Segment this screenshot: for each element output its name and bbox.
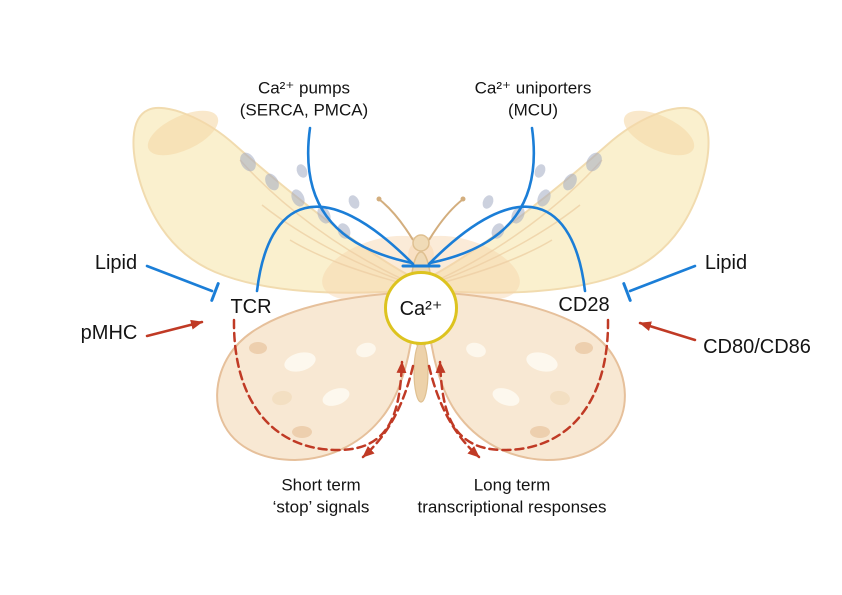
tcr-to-calcium-inhibition-arc xyxy=(255,205,415,293)
butterfly-head xyxy=(412,234,430,252)
ca-uniporters-inhibition-line xyxy=(428,126,536,265)
cd80-cd86-arrow xyxy=(638,321,697,342)
lipid-left-label: Lipid xyxy=(94,251,138,274)
ca-pumps-inhibition-line xyxy=(306,126,414,265)
lipid-right-inhibition-bar xyxy=(622,282,632,302)
short-term-label-line1: Short term xyxy=(281,475,361,495)
pmhc-arrow xyxy=(145,319,204,338)
cd28-feedback-dashed-arrow xyxy=(435,318,610,452)
long-term-label-line2: transcriptional responses xyxy=(417,498,607,517)
ca-uniporters-label-line2: (MCU) xyxy=(507,101,559,120)
short-term-label-line2: ‘stop’ signals xyxy=(272,498,370,517)
long-term-label-line1: Long term xyxy=(473,475,551,495)
butterfly-antenna xyxy=(379,199,414,241)
ca-circle: Ca²⁺ xyxy=(384,271,458,345)
tcr-label: TCR xyxy=(230,295,272,318)
cd28-to-calcium-inhibition-arc xyxy=(427,205,587,293)
ca-pumps-label-line1: Ca²⁺ pumps xyxy=(257,78,351,98)
cd28-label: CD28 xyxy=(558,293,610,316)
lipid-left-inhibition-line xyxy=(145,264,214,293)
long-term-label: Long term transcriptional responses xyxy=(418,475,607,520)
lipid-right-inhibition-line xyxy=(628,264,697,293)
tcr-feedback-dashed-arrow xyxy=(232,318,407,452)
ca-uniporters-label-line1: Ca²⁺ uniporters xyxy=(474,78,592,98)
ca-pumps-label-line2: (SERCA, PMCA) xyxy=(239,101,369,120)
lipid-right-label: Lipid xyxy=(704,251,748,274)
lipid-left-inhibition-bar xyxy=(210,282,220,302)
short-term-dashed-arrow xyxy=(361,364,415,459)
butterfly-lower-wing xyxy=(216,290,417,462)
short-term-label: Short term ‘stop’ signals xyxy=(273,475,370,520)
long-term-dashed-arrow xyxy=(427,364,481,459)
pmhc-label: pMHC xyxy=(80,321,138,344)
ca-pumps-label: Ca²⁺ pumps (SERCA, PMCA) xyxy=(240,78,368,123)
ca-circle-label: Ca²⁺ xyxy=(399,297,443,320)
ca-uniporters-label: Ca²⁺ uniporters (MCU) xyxy=(475,78,592,123)
cd80-cd86-label: CD80/CD86 xyxy=(703,335,811,358)
